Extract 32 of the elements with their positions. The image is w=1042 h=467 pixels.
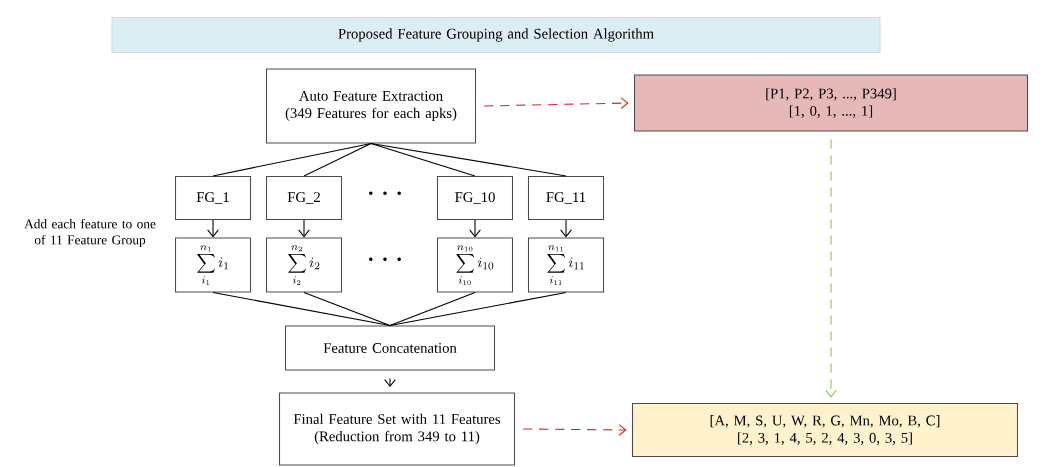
ellipsis-dots: · · · bbox=[369, 257, 401, 262]
connector-line bbox=[303, 292, 391, 326]
process-box: Feature Concatenation bbox=[284, 325, 496, 371]
arrow bbox=[560, 219, 572, 238]
connector-line bbox=[389, 292, 567, 326]
sum-box: $\sum_{i_{11}}^{n_{11}} i_{11}$ bbox=[527, 237, 605, 293]
vector-box: [P1, P2, P3, ..., P349] [1, 0, 1, ..., 1] bbox=[633, 74, 1029, 132]
connector-line bbox=[212, 143, 372, 177]
group-box: FG_10 bbox=[436, 175, 514, 221]
arrow bbox=[483, 97, 629, 110]
group-box: FG_1 bbox=[174, 175, 252, 221]
sum-box: $\sum_{i_{10}}^{n_{10}} i_{10}$ bbox=[436, 237, 514, 293]
connector-line bbox=[370, 143, 476, 177]
title-band: Proposed Feature Grouping and Selection Algorithm bbox=[111, 16, 881, 54]
arrow bbox=[207, 219, 219, 238]
connector-line bbox=[389, 292, 476, 326]
arrow bbox=[298, 219, 310, 238]
sum-box: $\sum_{i_2}^{n_2} i_2$ bbox=[265, 237, 343, 293]
vector-box: [A, M, S, U, W, R, G, Mn, Mo, B, C] [2, 3, 1, 4, 5, 2, 4, 3, 0, 3, 5] bbox=[631, 402, 1019, 458]
process-box: Final Feature Set with 11 Features (Reduction from 349 to 11) bbox=[278, 392, 516, 466]
connector-line bbox=[303, 143, 372, 177]
arrow bbox=[825, 139, 837, 398]
connector-line bbox=[370, 143, 567, 177]
sum-box: $\sum_{i_1}^{n_1} i_1$ bbox=[174, 237, 252, 293]
side-note: Add each feature to one of 11 Feature Group bbox=[24, 218, 156, 248]
group-box: FG_2 bbox=[265, 175, 343, 221]
arrow bbox=[522, 424, 627, 436]
group-box: FG_11 bbox=[527, 175, 605, 221]
ellipsis-dots: · · · bbox=[369, 191, 401, 196]
arrow bbox=[469, 219, 481, 238]
connector-line bbox=[212, 292, 391, 326]
process-box: Auto Feature Extraction (349 Features for each apks) bbox=[265, 68, 477, 144]
